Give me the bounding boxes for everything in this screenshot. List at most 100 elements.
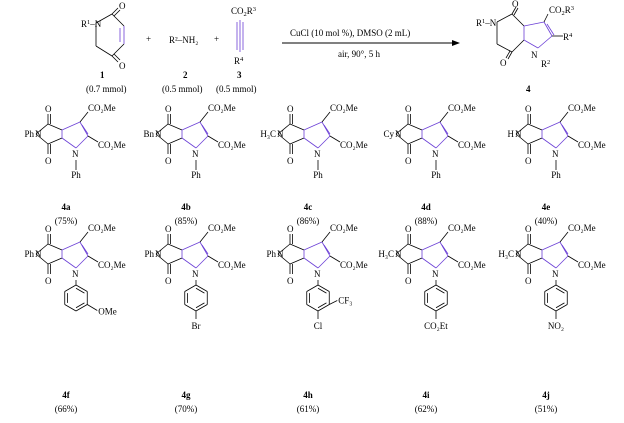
pyrrole-bond bbox=[555, 135, 569, 149]
compound-yield: (51%) bbox=[535, 404, 558, 414]
pyrrole-bond bbox=[559, 241, 569, 257]
bond bbox=[35, 133, 49, 145]
compound-id: 4g bbox=[182, 390, 192, 400]
pyrrole-bond bbox=[421, 121, 441, 131]
bond bbox=[289, 137, 305, 145]
compound-id: 4i bbox=[422, 390, 430, 400]
pyrrole-double-bond bbox=[441, 244, 449, 255]
carbonyl-o-bottom: O bbox=[45, 156, 52, 166]
aryl-inner-bond bbox=[555, 287, 565, 294]
carbonyl-o-bottom: O bbox=[525, 276, 532, 286]
arrow-head bbox=[452, 40, 460, 46]
carbonyl-o-bottom: O bbox=[287, 276, 294, 286]
bond bbox=[395, 123, 409, 135]
bond bbox=[47, 137, 63, 145]
pyrrole-bond bbox=[439, 121, 449, 137]
bond bbox=[321, 231, 331, 243]
pyrrole-bond bbox=[541, 241, 561, 251]
bond bbox=[439, 111, 449, 123]
bond bbox=[47, 243, 63, 251]
pyrrole-bond bbox=[559, 121, 569, 137]
compound-id: 4d bbox=[421, 202, 431, 212]
bond bbox=[155, 123, 169, 135]
aryl-ring-bond bbox=[317, 284, 330, 292]
pyrrole-bond bbox=[61, 241, 81, 251]
aryl-substituent: OMe bbox=[98, 307, 117, 317]
imide-n: N bbox=[155, 249, 162, 259]
imide-n: N bbox=[395, 249, 402, 259]
pyrrole-bond bbox=[541, 257, 557, 269]
product-o-top: O bbox=[512, 0, 519, 9]
bond bbox=[321, 111, 331, 123]
compound-yield: (86%) bbox=[297, 216, 320, 226]
aryl-ring-bond bbox=[555, 304, 568, 312]
plus-sign-1: + bbox=[146, 34, 151, 44]
aryl-ring-bond bbox=[64, 284, 77, 292]
carbonyl-o-top: O bbox=[45, 224, 52, 234]
pyrrole-bond bbox=[435, 255, 449, 269]
aryl-inner-bond bbox=[555, 302, 565, 309]
bond bbox=[527, 123, 543, 131]
pyrrole-n: N bbox=[552, 269, 559, 279]
ester-side-label: CO₂Me bbox=[458, 140, 486, 150]
bond bbox=[329, 255, 341, 263]
product-ester: CO2R3 bbox=[549, 5, 574, 17]
aryl-ring-bond bbox=[75, 284, 88, 292]
alkyne-ester: CO2R3 bbox=[231, 6, 256, 18]
compound-id: 4b bbox=[181, 202, 191, 212]
bond bbox=[277, 133, 291, 145]
aryl-inner-bond bbox=[435, 302, 445, 309]
imide-n: N bbox=[35, 129, 42, 139]
pyrrole-bond bbox=[181, 121, 201, 131]
bond bbox=[515, 253, 529, 265]
imide-n: N bbox=[277, 129, 284, 139]
carbonyl-o-bottom: O bbox=[405, 276, 412, 286]
bond bbox=[199, 231, 209, 243]
carbonyl-o-top: O bbox=[405, 104, 412, 114]
bond bbox=[277, 123, 291, 135]
aryl-ring-bond bbox=[424, 284, 437, 292]
ester-side-label: CO₂Me bbox=[218, 260, 246, 270]
pyrrole-n: N bbox=[314, 269, 321, 279]
aryl-ring-bond bbox=[435, 304, 448, 312]
pyrrole-n: N bbox=[314, 149, 321, 159]
bond bbox=[289, 243, 305, 251]
n-phenyl-label: Ph bbox=[71, 170, 81, 180]
ester-side-label: CO₂Me bbox=[340, 260, 368, 270]
product-r2: R2 bbox=[541, 59, 550, 69]
product-r4: R4 bbox=[563, 32, 573, 42]
pyrrole-bond bbox=[195, 135, 209, 149]
imide-n-substituent: Ph bbox=[24, 129, 34, 139]
imide-n-substituent: H₃C bbox=[498, 249, 514, 259]
compound-id: 4a bbox=[62, 202, 72, 212]
maleimide-o-bottom: O bbox=[119, 61, 126, 71]
pyrrole-bond bbox=[321, 241, 331, 257]
ester-side-label: CO₂Me bbox=[340, 140, 368, 150]
ester-top-label: CO₂Me bbox=[330, 223, 358, 233]
maleimide-o-top: O bbox=[119, 1, 126, 11]
ester-top-label: CO₂Me bbox=[568, 103, 596, 113]
carbonyl-o-top: O bbox=[165, 224, 172, 234]
reagent3-amount: (0.5 mmol) bbox=[216, 84, 257, 94]
reagent3-label: 3 bbox=[237, 70, 242, 80]
pyrrole-bond bbox=[555, 255, 569, 269]
compound-id: 4f bbox=[62, 390, 71, 400]
pyrrole-double-bond bbox=[81, 124, 89, 135]
imide-n: N bbox=[515, 129, 522, 139]
pyrrole-n: N bbox=[72, 269, 79, 279]
pyrrole-bond bbox=[181, 257, 197, 269]
reagent2-label: 2 bbox=[183, 70, 188, 80]
bond bbox=[155, 253, 169, 265]
imide-n-substituent: Cy bbox=[383, 129, 394, 139]
bond bbox=[35, 253, 49, 265]
conditions-bottom: air, 90°, 5 h bbox=[338, 49, 380, 59]
pyrrole-bond bbox=[439, 241, 449, 257]
maleimide-structure bbox=[95, 7, 125, 63]
pyrrole-bond bbox=[199, 121, 209, 137]
bond bbox=[329, 135, 341, 143]
imide-n-substituent: H₃C bbox=[260, 129, 276, 139]
bond bbox=[527, 137, 543, 145]
